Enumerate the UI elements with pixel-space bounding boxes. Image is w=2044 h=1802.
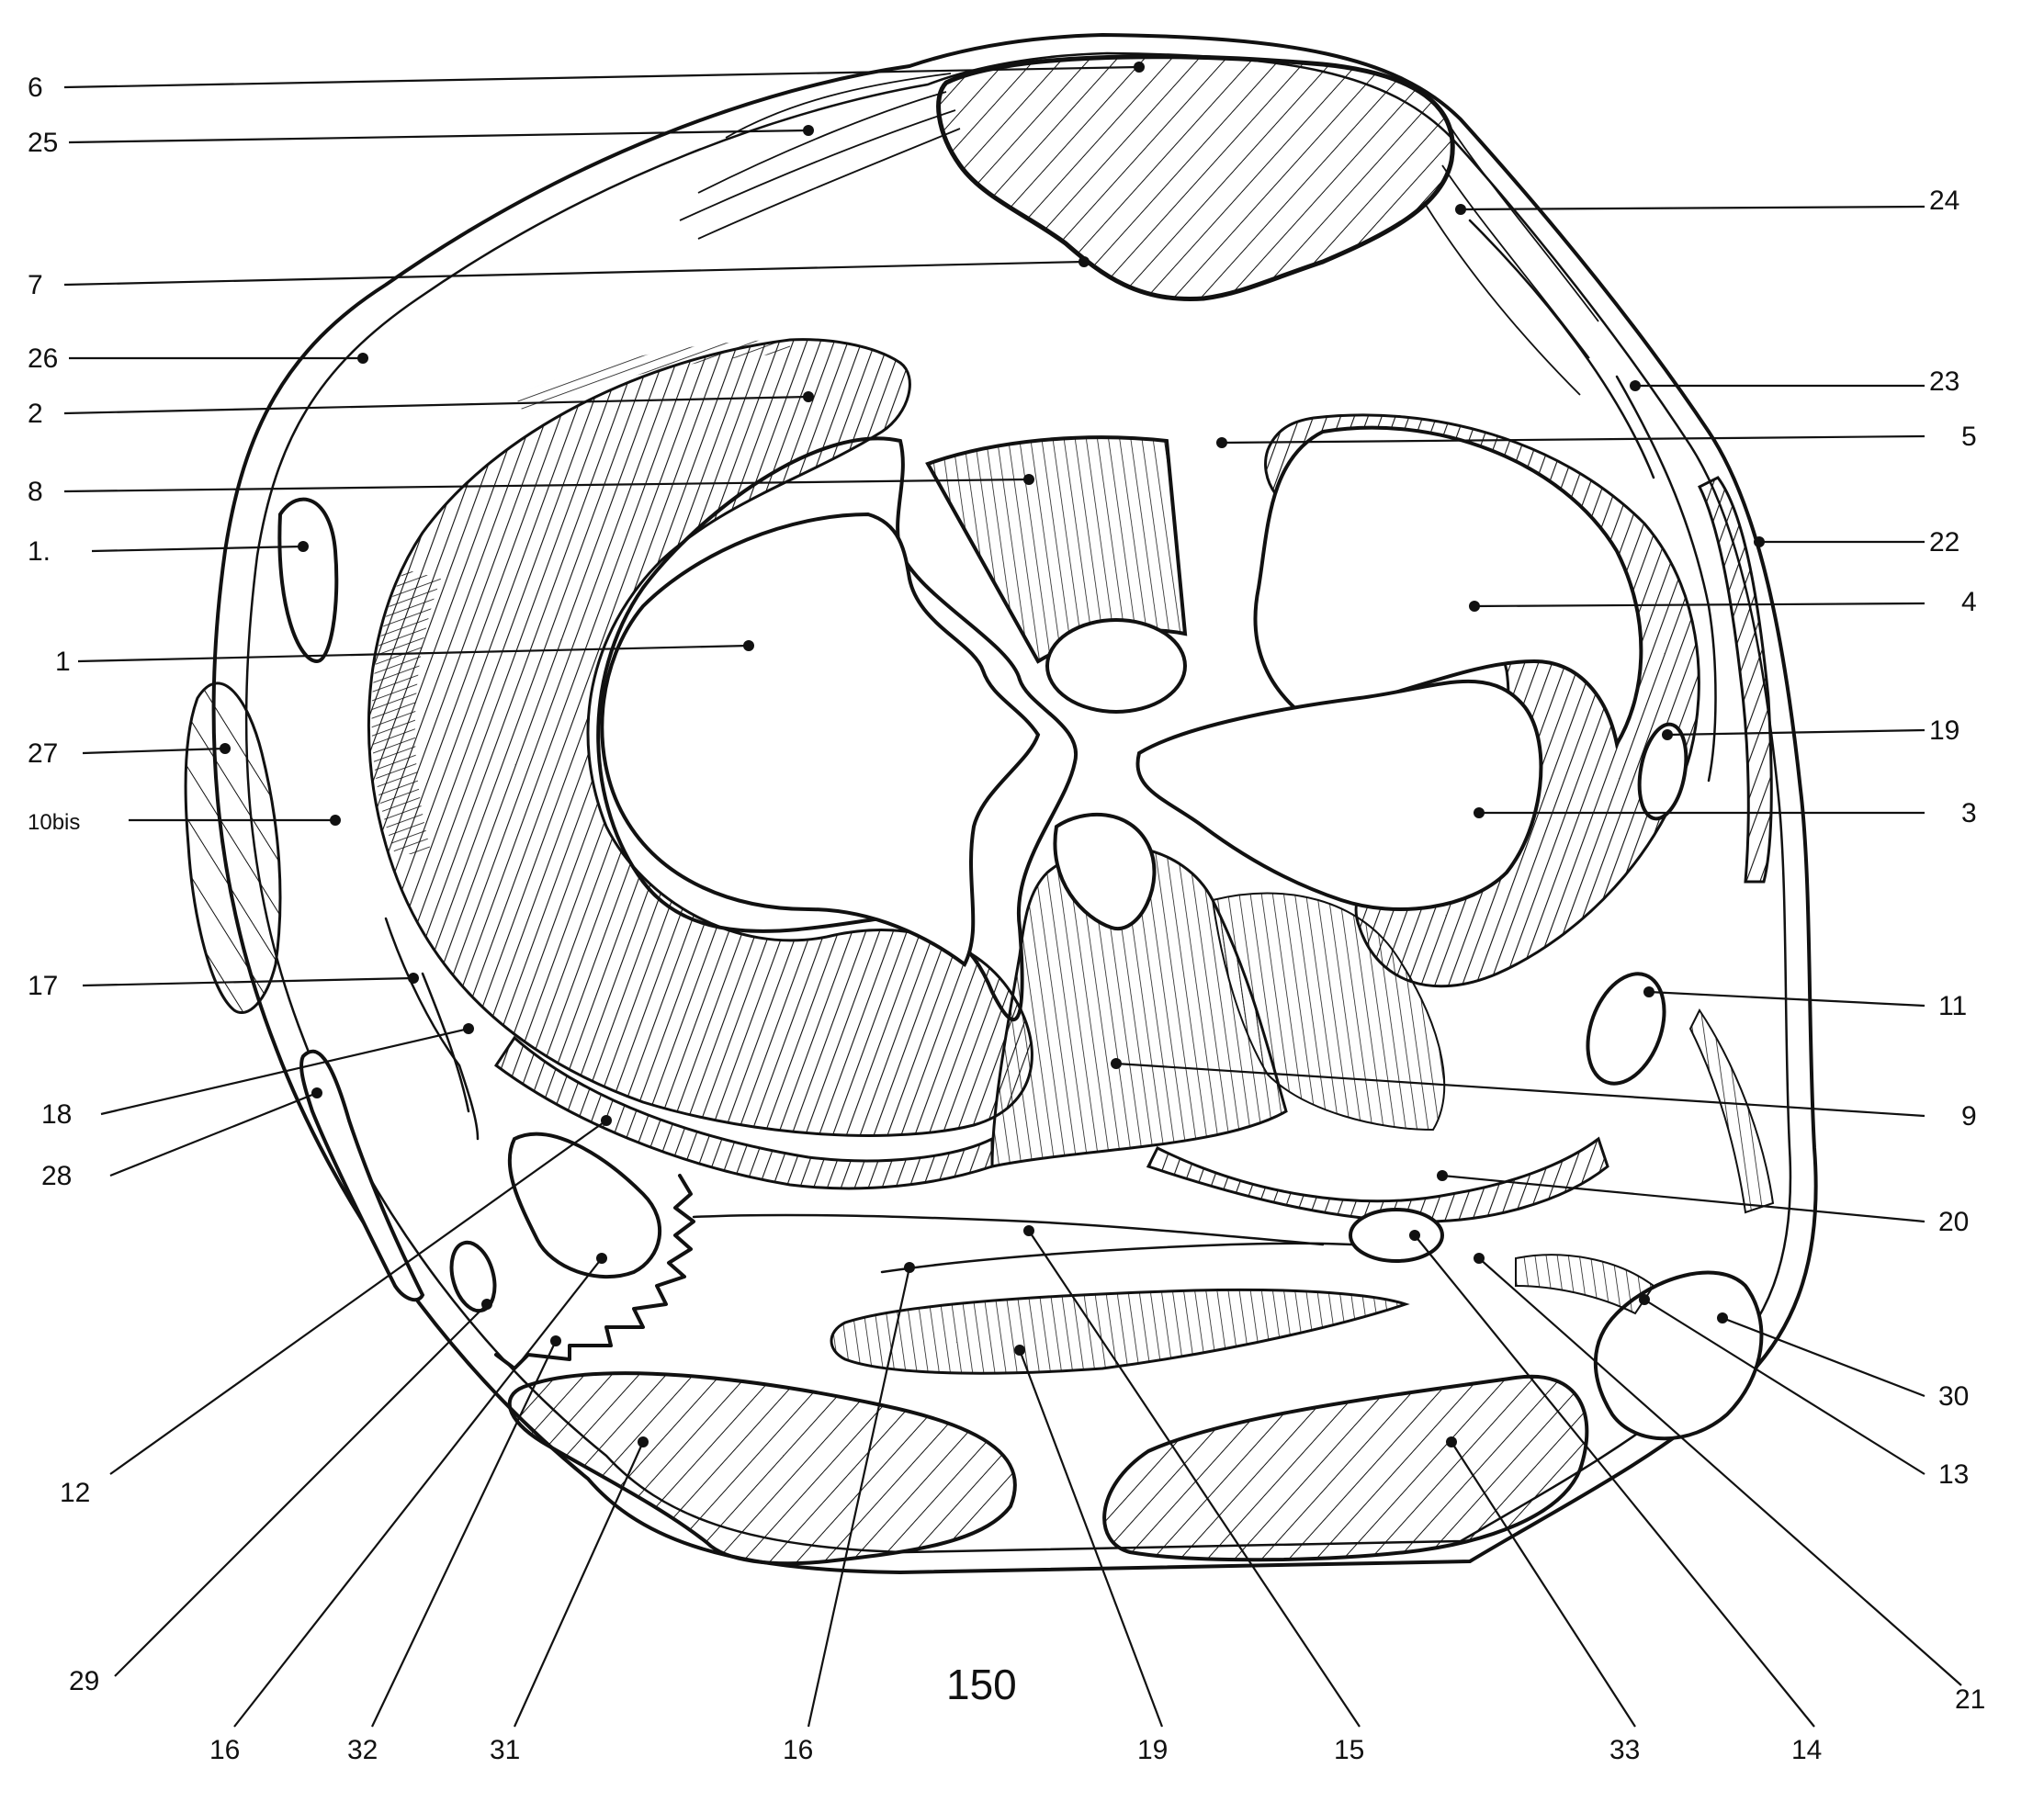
label-8: 8: [28, 477, 43, 507]
tendon-23: [1615, 375, 1717, 783]
knob-central: [1053, 812, 1157, 931]
tendon-16-lens: [880, 1242, 1407, 1274]
label-21: 21: [1955, 1684, 1985, 1715]
fibers-25: [679, 73, 961, 240]
label-10bis: 10bis: [28, 810, 80, 835]
label-12: 12: [60, 1478, 90, 1508]
label-2: 2: [28, 399, 43, 429]
tendon-23b: [1468, 219, 1655, 479]
label-3: 3: [1961, 798, 1977, 828]
label-27: 27: [28, 738, 58, 769]
vessel-1-dot: [277, 497, 339, 664]
label-7: 7: [28, 270, 43, 300]
label-16-left: 16: [209, 1735, 240, 1765]
skin-outline: [211, 33, 1818, 1574]
region-4: [1253, 425, 1643, 749]
figure-number: 150: [946, 1661, 1017, 1708]
nodule-32: [507, 1132, 661, 1279]
label-24: 24: [1929, 186, 1959, 216]
fascia-outline: [244, 51, 1792, 1554]
label-6: 6: [28, 73, 43, 103]
muscle-33: [1102, 1374, 1589, 1562]
tendon-19-lens: [830, 1288, 1410, 1375]
vessel-28: [299, 1049, 425, 1302]
label-29: 29: [69, 1666, 99, 1696]
label-1-dot: 1.: [28, 536, 51, 567]
label-30: 30: [1938, 1381, 1969, 1412]
label-26: 26: [28, 344, 58, 374]
label-32: 32: [347, 1735, 378, 1765]
tendon-15-line: [692, 1213, 1325, 1246]
oval-central: [1045, 618, 1187, 714]
structure-18: [421, 972, 470, 1113]
vessel-19-right: [1637, 722, 1688, 821]
hatch-arc-2: [514, 340, 790, 413]
label-19-right: 19: [1929, 715, 1959, 746]
hatch-arc-10bis: [371, 569, 441, 854]
band-12: [493, 1035, 994, 1190]
muscle-13: [1515, 1254, 1655, 1315]
fibers-right-tail: [1688, 1008, 1775, 1214]
label-25: 25: [28, 128, 58, 158]
label-9: 9: [1961, 1101, 1977, 1132]
zigzag-31: [494, 1174, 695, 1370]
label-13: 13: [1938, 1459, 1969, 1490]
label-28: 28: [41, 1161, 72, 1191]
label-11: 11: [1938, 991, 1967, 1021]
label-23: 23: [1929, 366, 1959, 397]
band-20: [1146, 1136, 1609, 1223]
label-14: 14: [1791, 1735, 1822, 1765]
ligament-9: [990, 845, 1288, 1168]
muscle-6: [936, 54, 1455, 302]
label-22: 22: [1929, 527, 1959, 557]
label-19-bottom: 19: [1137, 1735, 1168, 1765]
vessel-29: [449, 1240, 497, 1313]
label-4: 4: [1961, 587, 1977, 617]
label-1: 1: [55, 647, 71, 677]
vessel-14: [1349, 1208, 1444, 1263]
label-20: 20: [1938, 1207, 1969, 1237]
label-5: 5: [1961, 422, 1977, 452]
label-31: 31: [490, 1735, 520, 1765]
region-3: [1135, 680, 1543, 911]
label-16-bottom: 16: [783, 1735, 813, 1765]
label-15: 15: [1334, 1735, 1364, 1765]
muscle-27: [184, 681, 282, 1014]
band-22: [1697, 476, 1773, 884]
label-18: 18: [41, 1099, 72, 1130]
muscle-31: [507, 1371, 1017, 1566]
label-17: 17: [28, 971, 58, 1001]
region-1-cavity: [600, 512, 1041, 968]
label-33: 33: [1609, 1735, 1640, 1765]
vessel-11: [1586, 972, 1666, 1086]
fibers-lower-right: [1211, 892, 1446, 1132]
